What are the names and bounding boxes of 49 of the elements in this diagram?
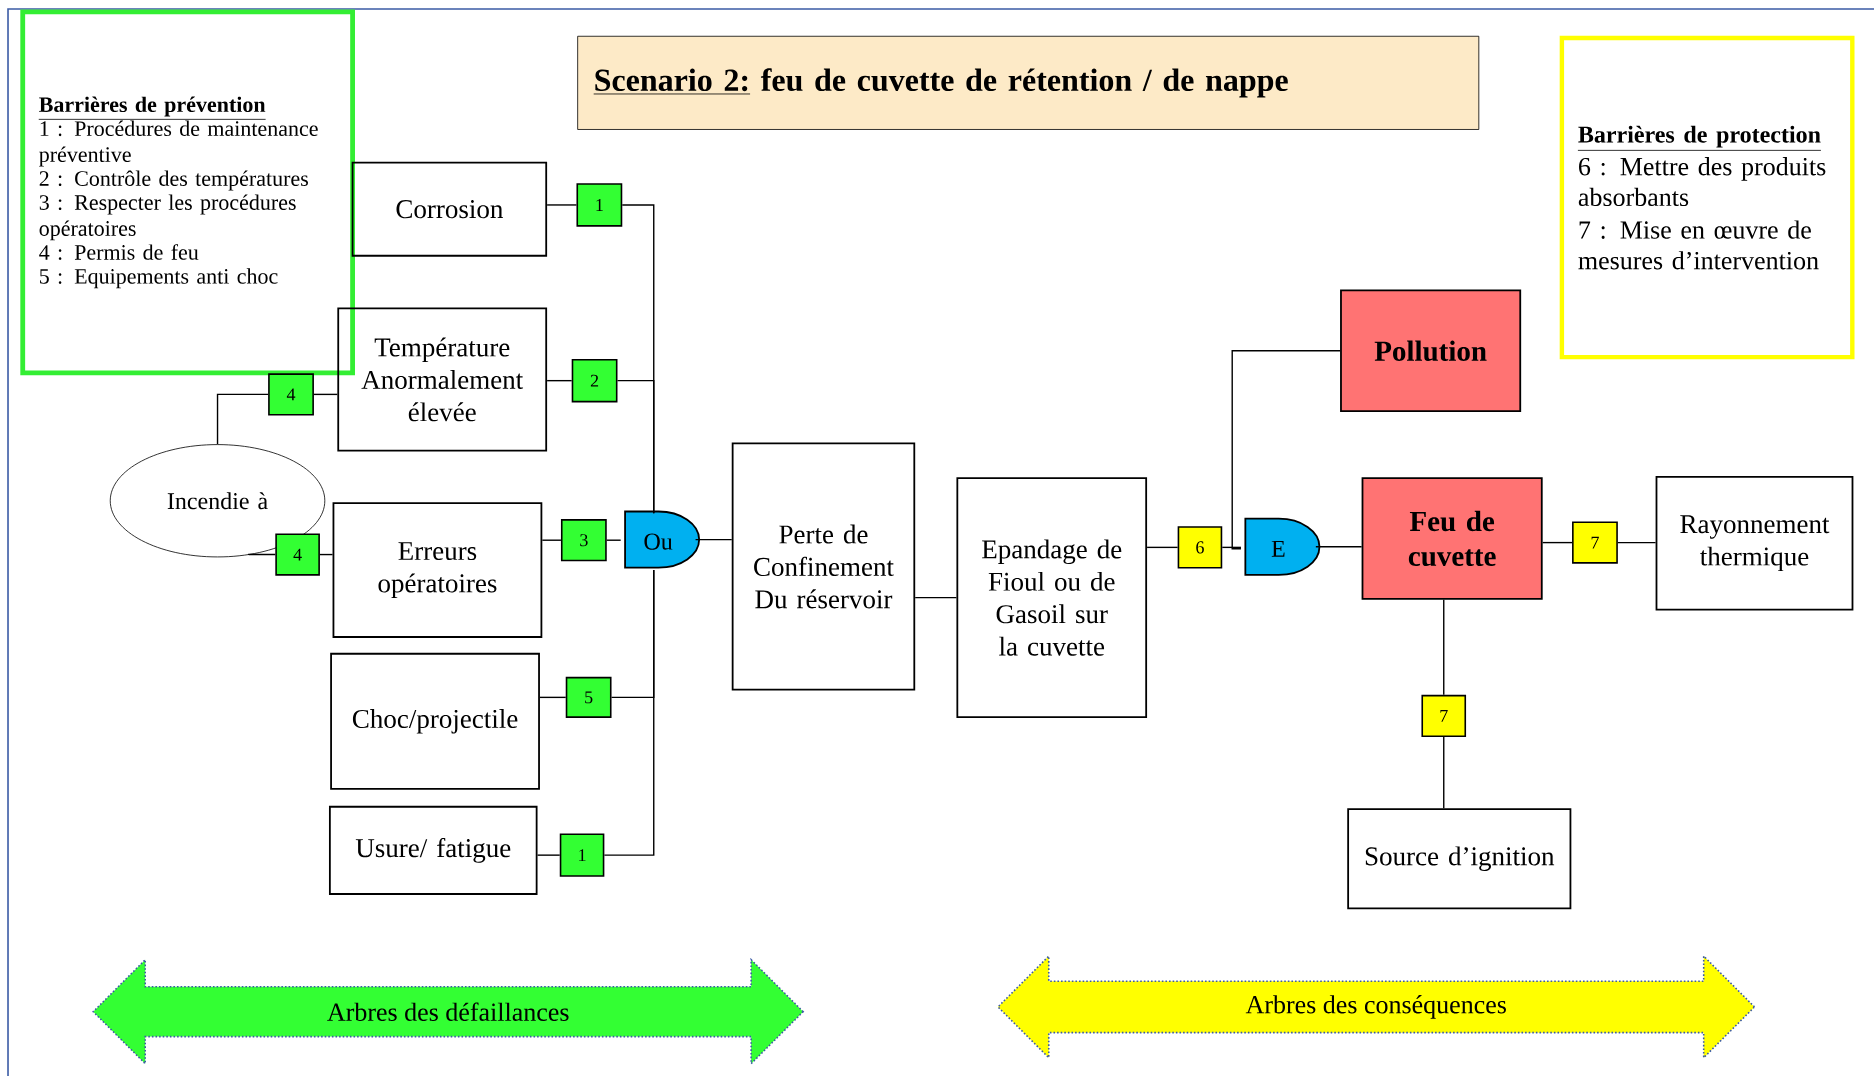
double-arrow-band: Arbres des conséquences <box>996 954 1756 1060</box>
barrier-square: 1 <box>576 183 623 227</box>
event-box: Pollution <box>1340 289 1522 413</box>
barrier-square: 7 <box>1421 694 1467 737</box>
barrier-square: 4 <box>275 533 320 576</box>
event-box: Corrosion <box>351 161 548 257</box>
connector-line <box>541 539 562 541</box>
barrier-square: 5 <box>565 676 612 718</box>
connector-line <box>1443 598 1445 696</box>
event-box: Température Anormalement élevée <box>337 307 548 452</box>
connector-line <box>539 696 567 699</box>
event-box: Feu de cuvette <box>1361 477 1543 600</box>
barrier-square: 7 <box>1572 521 1618 564</box>
event-box: Usure/ fatigue <box>328 805 538 895</box>
connector-line <box>1443 736 1445 809</box>
connector-line <box>914 596 958 599</box>
barrier-square: 6 <box>1177 526 1223 569</box>
connector-line <box>546 379 573 382</box>
event-box: Source d’ignition <box>1347 808 1572 910</box>
connector-line <box>1315 546 1363 548</box>
connector-line <box>313 393 339 396</box>
connector-line <box>1541 541 1573 544</box>
connector-line <box>1146 546 1179 549</box>
connector-line <box>1231 350 1341 550</box>
barrier-list-box: Barrières de prévention 1 : Procédures de maintenance préventive 2 : Contrôle des températures 3 : Respecter les procédures opératoires 4 : Permis de feu 5 : Equipements anti choc <box>20 9 355 376</box>
connector-line <box>694 538 733 541</box>
connector-line <box>216 393 269 445</box>
barrier-square: 1 <box>559 833 605 877</box>
event-box: Erreurs opératoires <box>332 502 543 638</box>
barrier-square: 2 <box>571 358 618 403</box>
event-box: Epandage de Fioul ou de Gasoil sur la cuvette <box>956 477 1148 718</box>
connector-line <box>1221 546 1242 549</box>
connector-line <box>1617 541 1657 544</box>
logic-gate: E <box>1244 517 1321 576</box>
connector-line <box>546 204 578 206</box>
title-box: Scenario 2: feu de cuvette de rétention / de nappe <box>577 35 1480 130</box>
connector-line <box>603 569 655 856</box>
connector-line <box>616 379 655 514</box>
logic-gate: Ou <box>624 510 701 569</box>
barrier-list-box: Barrières de protection 6 : Mettre des produits absorbants 7 : Mise en œuvre de mesures d’intervention <box>1559 35 1855 360</box>
connector-line <box>536 854 561 856</box>
connector-line <box>606 539 622 541</box>
event-box: Choc/projectile <box>330 652 540 790</box>
event-box: Rayonnement thermique <box>1655 475 1854 611</box>
connector-line <box>248 553 276 556</box>
barrier-square: 4 <box>268 373 314 416</box>
event-box: Perte de Confinement Du réservoir <box>731 442 916 691</box>
barrier-square: 3 <box>560 519 607 562</box>
connector-line <box>319 553 334 556</box>
